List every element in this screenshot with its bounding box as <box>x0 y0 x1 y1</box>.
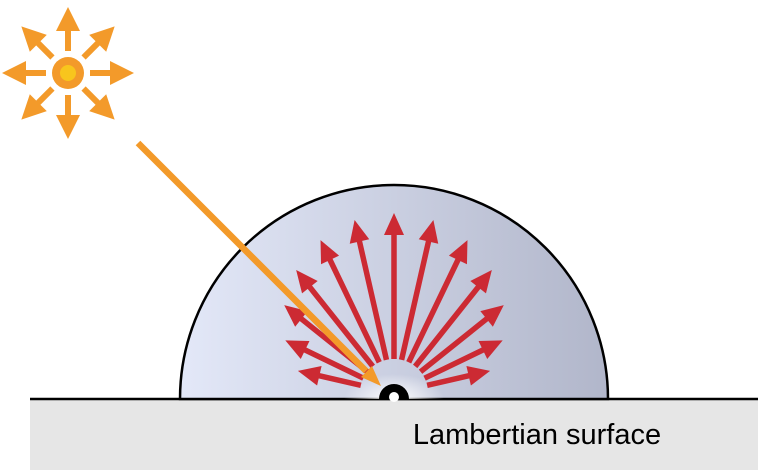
surface-label: Lambertian surface <box>413 419 661 451</box>
reflected-ray <box>418 305 504 374</box>
sun-ray-icon <box>90 61 134 85</box>
reflected-ray <box>406 240 468 364</box>
reflected-ray <box>320 240 382 364</box>
sun-ray-icon <box>56 7 80 51</box>
incident-ray <box>135 140 381 386</box>
reflected-ray <box>423 340 503 381</box>
reflected-ray <box>426 366 491 389</box>
reflected-ray <box>285 340 365 381</box>
reflected-ray <box>384 213 404 359</box>
sun-ray-icon <box>21 86 55 120</box>
sun-ray-icon <box>21 26 55 60</box>
lambertian-surface <box>30 399 758 470</box>
sun-ray-icon <box>56 95 80 139</box>
reflected-rays <box>284 213 504 389</box>
sun-ray-icon <box>81 86 115 120</box>
reflected-ray <box>296 269 375 369</box>
reflected-ray <box>413 269 492 369</box>
sun-ray-icon <box>81 26 115 60</box>
reflected-ray <box>349 220 390 361</box>
reflected-ray <box>297 366 362 389</box>
incidence-point <box>379 384 409 402</box>
sun-core <box>60 65 76 81</box>
reflected-ray <box>398 220 439 361</box>
sun-ray-icon <box>2 61 46 85</box>
sun-icon <box>2 7 134 139</box>
